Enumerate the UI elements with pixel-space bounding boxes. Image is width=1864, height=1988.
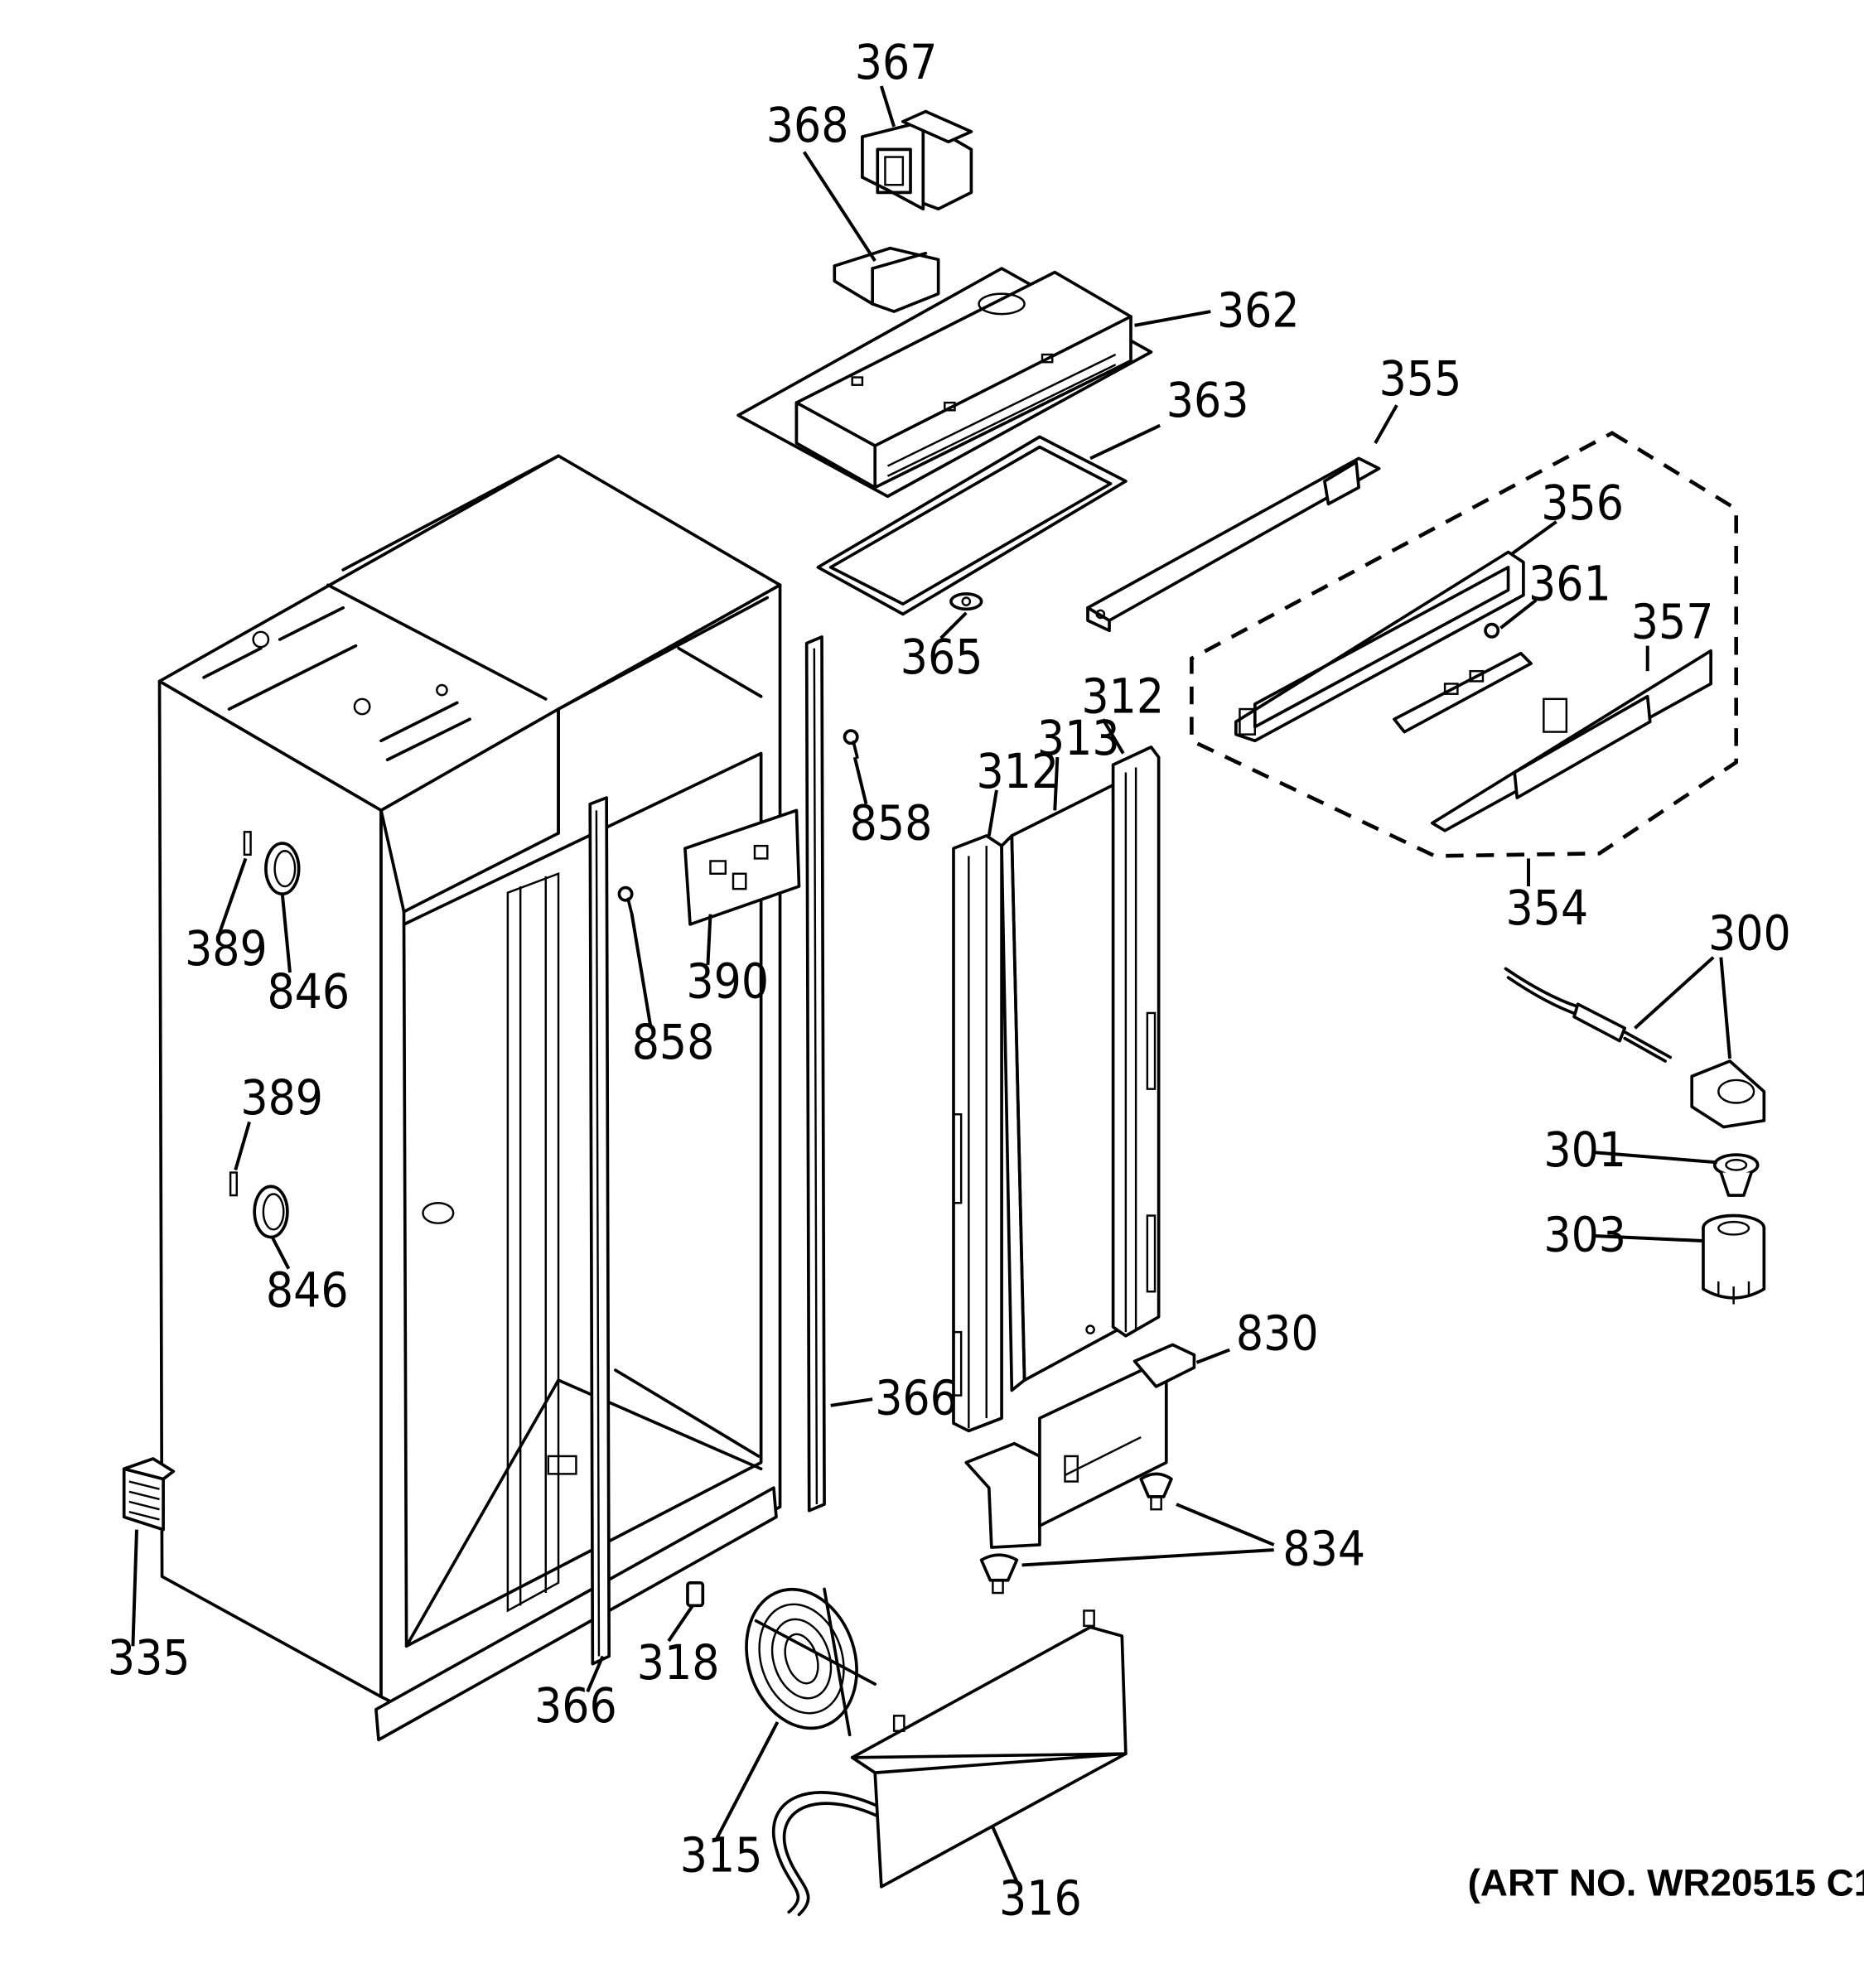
- clip-365: [949, 592, 983, 611]
- overlay-357: [1430, 649, 1712, 832]
- callout-389-lower: 389: [240, 1069, 323, 1126]
- clip-318: [686, 1580, 705, 1608]
- tray-363: [816, 435, 1128, 616]
- callout-labels: 367 368 362 363 355 356 361 357 354 365 …: [108, 34, 1864, 1927]
- callout-834: 834: [1282, 1520, 1365, 1576]
- channel-368: [833, 246, 940, 313]
- callout-312-left: 312: [977, 743, 1060, 799]
- vent-grille-335: [122, 1457, 176, 1532]
- callout-363: 363: [1166, 372, 1249, 428]
- callout-357: 357: [1631, 593, 1714, 649]
- callout-303: 303: [1543, 1206, 1626, 1262]
- art-number: (ART NO. WR20515 C14): [1468, 1860, 1864, 1904]
- housing-362: [736, 267, 1153, 499]
- callout-318: 318: [637, 1634, 720, 1691]
- callout-365: 365: [901, 629, 983, 685]
- filter-303: [1702, 1214, 1766, 1305]
- box-367: [861, 109, 973, 211]
- cap-301: [1712, 1153, 1760, 1197]
- control-assembly-354: [1190, 431, 1738, 858]
- callout-301: 301: [1543, 1122, 1626, 1178]
- callout-366-left: 366: [534, 1677, 617, 1734]
- control-board: [1393, 651, 1533, 734]
- rail-312-left: [952, 834, 1003, 1433]
- callout-315: 315: [680, 1826, 763, 1883]
- callout-356: 356: [1541, 475, 1624, 531]
- callout-368: 368: [766, 97, 849, 153]
- callout-313: 313: [1037, 710, 1120, 766]
- callout-858-left: 858: [632, 1014, 715, 1070]
- screw-858-left: [617, 885, 634, 916]
- leader-lines: [131, 85, 1732, 1883]
- callout-300: 300: [1708, 905, 1791, 961]
- foot-834-left: [979, 1553, 1019, 1595]
- callout-846-lower: 846: [266, 1262, 349, 1319]
- callout-361: 361: [1528, 556, 1611, 612]
- trim-strip-366-left: [588, 796, 611, 1666]
- foot-834-right: [1139, 1472, 1173, 1511]
- trim-strip-366-right: [804, 635, 826, 1513]
- grommet-846-upper: [264, 842, 301, 896]
- callout-366-right: 366: [875, 1370, 958, 1426]
- callout-858-right: 858: [850, 795, 933, 852]
- callout-846-upper: 846: [267, 963, 350, 1020]
- pin-389-upper: [243, 831, 252, 856]
- callout-354: 354: [1505, 880, 1588, 936]
- tube-315: [771, 1791, 890, 1917]
- panel-313: [1000, 783, 1120, 1392]
- grommet-846-lower: [253, 1185, 289, 1239]
- callout-390: 390: [686, 953, 769, 1010]
- housing-300: [1690, 1059, 1766, 1129]
- screw-858-right: [843, 729, 859, 759]
- pin-389-lower: [229, 1171, 238, 1197]
- callout-367: 367: [855, 34, 938, 90]
- coil-315: [745, 1587, 877, 1737]
- callout-312-right: 312: [1081, 668, 1164, 725]
- rail-312-right: [1111, 746, 1161, 1338]
- bracket-bar-355: [1086, 456, 1381, 633]
- frame-356: [1234, 550, 1525, 743]
- bracket-plate-390: [683, 808, 801, 926]
- callout-355: 355: [1379, 350, 1462, 407]
- cover-316: [850, 1609, 1128, 1889]
- screw-361: [1484, 622, 1500, 639]
- bracket-830: [964, 1343, 1196, 1549]
- callout-830: 830: [1236, 1305, 1319, 1362]
- callout-389-upper: 389: [185, 920, 268, 977]
- callout-316: 316: [999, 1870, 1082, 1926]
- callout-362: 362: [1217, 282, 1300, 338]
- sensor-300: [1504, 967, 1673, 1063]
- callout-335: 335: [108, 1629, 191, 1686]
